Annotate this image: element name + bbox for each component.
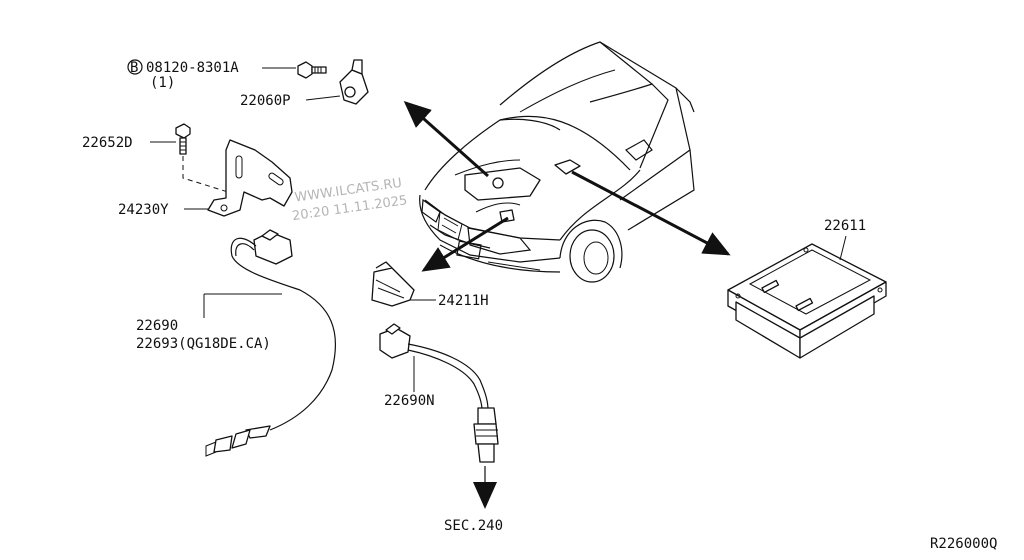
sensor-22690-label: 22690 [136,318,178,334]
oxygen-sensor-22690n [379,323,499,463]
knock-sensor-label: 22060P [240,93,291,109]
leader-arrow-ecm [571,170,731,256]
section-ref-label: SEC.240 [444,518,503,534]
sensor-22693-label: 22693(QG18DE.CA) [136,336,271,352]
bracket-label: 24230Y [118,202,169,218]
bolt-22652d [175,123,191,155]
ecm-label: 22611 [824,218,866,234]
knock-sensor-leader [305,95,341,101]
bolt-dashed-guide [182,156,229,193]
bolt-quantity-label: (1) [150,75,175,91]
bolt-22652d-label: 22652D [82,135,133,151]
knock-sensor-22060p [339,59,369,105]
bolt-08120-8301a [297,61,327,79]
connector-bracket-24211h [371,261,415,307]
leader-arrow-knock-sensor [403,101,489,178]
bolt-prefix-circle [127,59,143,75]
ecm-22611 [727,243,887,359]
connector-bracket-label: 24211H [438,293,489,309]
watermark: WWW.ILCATS.RU 20:20 11.11.2025 [291,176,408,224]
bracket-24230y [207,139,293,217]
sensor-22690n-label: 22690N [384,393,435,409]
oxygen-sensor-22690 [205,229,336,457]
leader-arrow-bracket [421,216,509,272]
bolt-prefix-letter: B [130,60,138,76]
diagram-code: R226000Q [930,536,997,552]
bolt-code-label: 08120-8301A [146,60,239,76]
ecm-leader [839,235,847,261]
